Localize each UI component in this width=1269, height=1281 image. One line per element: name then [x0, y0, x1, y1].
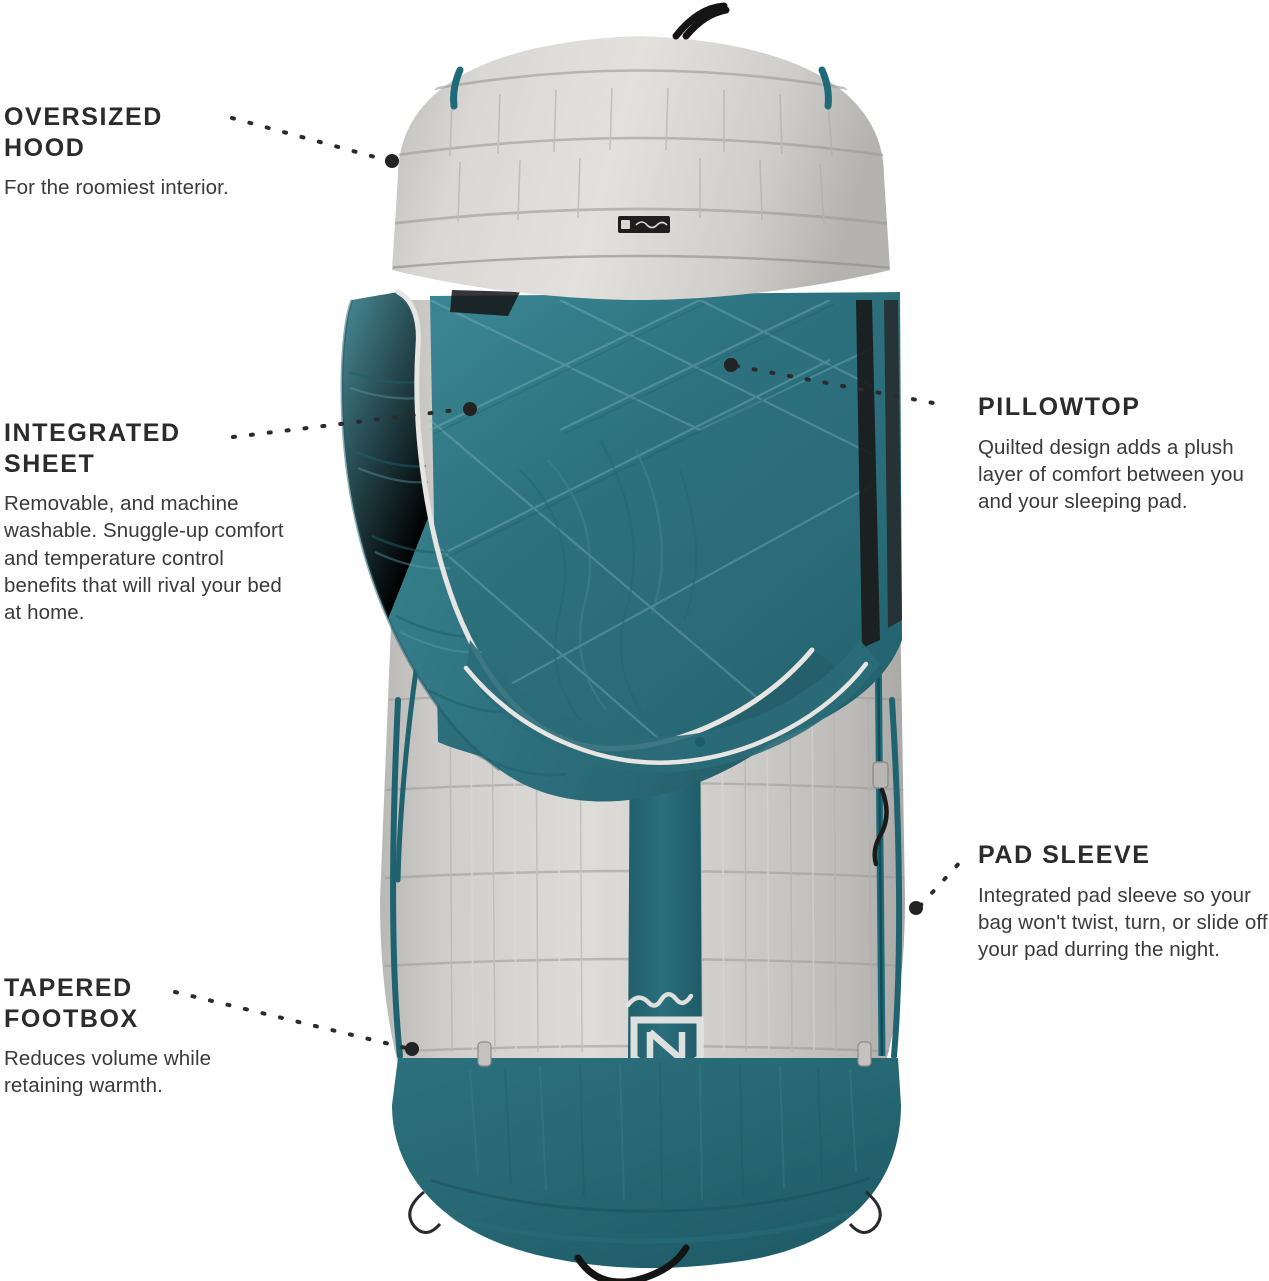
integrated-sheet — [340, 289, 880, 802]
tapered-footbox — [392, 1058, 901, 1281]
footbox-zipper-left — [477, 1041, 492, 1067]
callout-title: PAD SLEEVE — [978, 841, 1151, 869]
leader-tapered-footbox — [173, 990, 408, 1050]
pillowtop-quilted-interior — [429, 290, 902, 770]
leader-lines — [173, 116, 964, 1050]
dot-integrated-sheet — [463, 402, 477, 416]
callout-title: TAPERED FOOTBOX — [4, 974, 139, 1033]
callout-pad-sleeve: PAD SLEEVE Integrated pad sleeve so your… — [978, 840, 1268, 963]
callout-body: Reduces volume while retaining warmth. — [4, 1047, 212, 1098]
callout-body: Removable, and machine washable. Snuggle… — [4, 492, 284, 624]
leader-end-dots — [385, 154, 923, 1056]
leader-oversized-hood — [230, 116, 388, 162]
callout-body: Integrated pad sleeve so your bag won't … — [978, 883, 1268, 962]
dot-oversized-hood — [385, 154, 399, 168]
callout-pillowtop: PILLOWTOP Quilted design adds a plush la… — [978, 392, 1263, 515]
callout-title: INTEGRATED SHEET — [4, 419, 181, 478]
leader-pad-sleeve — [918, 858, 964, 908]
dot-pillowtop — [724, 358, 738, 372]
main-zipper — [872, 629, 889, 1057]
callout-integrated-sheet: INTEGRATED SHEET Removable, and machine … — [4, 418, 294, 626]
callout-body: Quilted design adds a plush layer of com… — [978, 435, 1245, 514]
callout-body: For the roomiest interior. — [4, 176, 229, 199]
footbox-zipper-right — [857, 1041, 872, 1067]
hood-brand-tag — [618, 216, 670, 233]
oversized-hood — [392, 2, 890, 300]
callout-title: PILLOWTOP — [978, 393, 1141, 421]
callout-oversized-hood: OVERSIZED HOOD For the roomiest interior… — [4, 102, 254, 201]
dot-tapered-footbox — [405, 1042, 419, 1056]
callout-tapered-footbox: TAPERED FOOTBOX Reduces volume while ret… — [4, 973, 269, 1100]
leader-integrated-sheet — [231, 407, 466, 439]
callout-title: OVERSIZED HOOD — [4, 103, 163, 162]
dot-pad-sleeve — [909, 901, 923, 915]
leader-pillowtop — [734, 364, 946, 407]
